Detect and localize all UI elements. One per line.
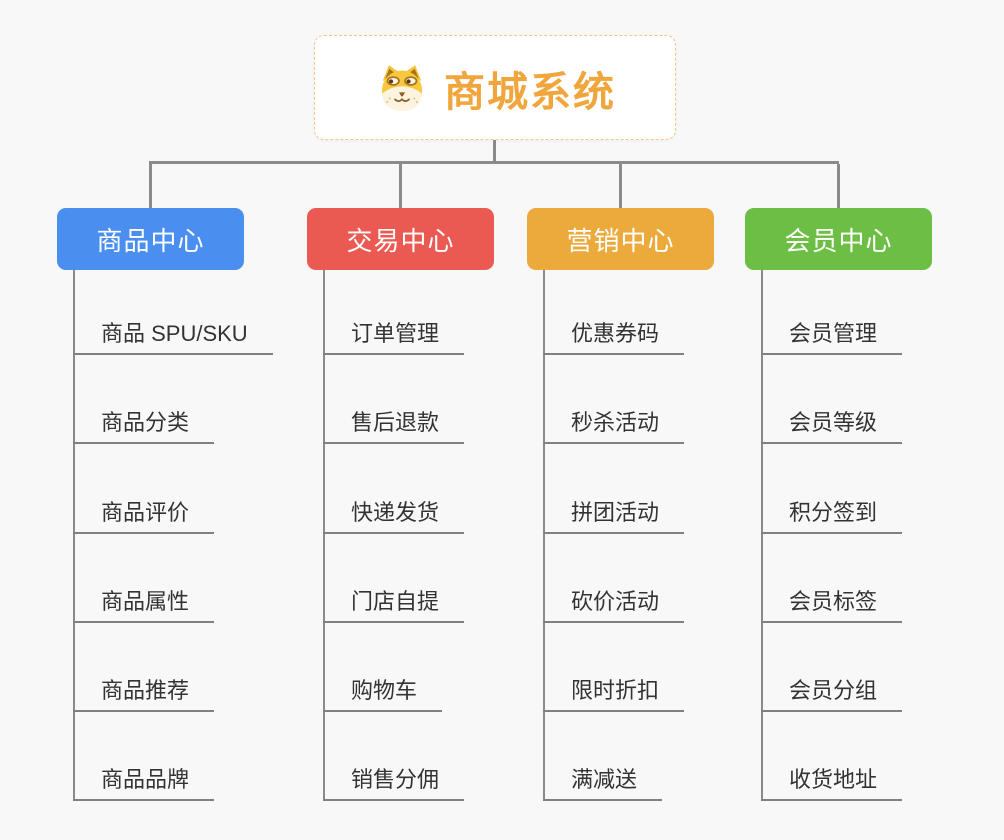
leaf-node[interactable]: 积分签到 xyxy=(761,492,903,534)
leaf-node[interactable]: 砍价活动 xyxy=(543,581,685,623)
branch-column-products: 商品中心 商品 SPU/SKU 商品分类 商品评价 商品属性 商品推荐 商品品牌 xyxy=(57,208,273,808)
branch-header-trade[interactable]: 交易中心 xyxy=(307,208,494,270)
leaf-node[interactable]: 限时折扣 xyxy=(543,670,685,712)
shiba-dog-icon xyxy=(381,64,423,111)
leaf-node[interactable]: 商品属性 xyxy=(73,581,215,623)
connector-drop-products xyxy=(149,164,152,208)
root-node[interactable]: 商城系统 xyxy=(314,35,676,140)
branch-column-marketing: 营销中心 优惠券码 秒杀活动 拼团活动 砍价活动 限时折扣 满减送 xyxy=(527,208,714,808)
leaf-node[interactable]: 满减送 xyxy=(543,759,663,801)
connector-drop-marketing xyxy=(619,164,622,208)
leaf-node[interactable]: 会员标签 xyxy=(761,581,903,623)
leaf-node[interactable]: 销售分佣 xyxy=(323,759,465,801)
leaf-node[interactable]: 门店自提 xyxy=(323,581,465,623)
leaf-node[interactable]: 商品推荐 xyxy=(73,670,215,712)
branch-column-members: 会员中心 会员管理 会员等级 积分签到 会员标签 会员分组 收货地址 xyxy=(745,208,932,808)
branch-vline-products xyxy=(73,270,75,801)
leaf-node[interactable]: 拼团活动 xyxy=(543,492,685,534)
branch-vline-marketing xyxy=(543,270,545,801)
leaf-node[interactable]: 商品品牌 xyxy=(73,759,215,801)
leaf-node[interactable]: 购物车 xyxy=(323,670,443,712)
branch-vline-trade xyxy=(323,270,325,801)
branch-column-trade: 交易中心 订单管理 售后退款 快递发货 门店自提 购物车 销售分佣 xyxy=(307,208,494,808)
leaf-node[interactable]: 会员管理 xyxy=(761,313,903,355)
leaf-node[interactable]: 会员分组 xyxy=(761,670,903,712)
branch-vline-members xyxy=(761,270,763,801)
leaf-node[interactable]: 商品评价 xyxy=(73,492,215,534)
branch-header-members[interactable]: 会员中心 xyxy=(745,208,932,270)
connector-root-stem xyxy=(493,140,496,164)
connector-drop-members xyxy=(837,164,840,208)
leaf-node[interactable]: 订单管理 xyxy=(323,313,465,355)
leaf-node[interactable]: 秒杀活动 xyxy=(543,402,685,444)
leaf-node[interactable]: 快递发货 xyxy=(323,492,465,534)
leaf-node[interactable]: 商品 SPU/SKU xyxy=(73,313,273,355)
connector-horizontal-bar xyxy=(149,161,839,164)
branch-header-marketing[interactable]: 营销中心 xyxy=(527,208,714,270)
leaf-node[interactable]: 售后退款 xyxy=(323,402,465,444)
leaf-node[interactable]: 优惠券码 xyxy=(543,313,685,355)
connector-drop-trade xyxy=(399,164,402,208)
branch-header-products[interactable]: 商品中心 xyxy=(57,208,244,270)
leaf-node[interactable]: 商品分类 xyxy=(73,402,215,444)
leaf-node[interactable]: 收货地址 xyxy=(761,759,903,801)
leaf-node[interactable]: 会员等级 xyxy=(761,402,903,444)
root-title: 商城系统 xyxy=(444,68,616,115)
